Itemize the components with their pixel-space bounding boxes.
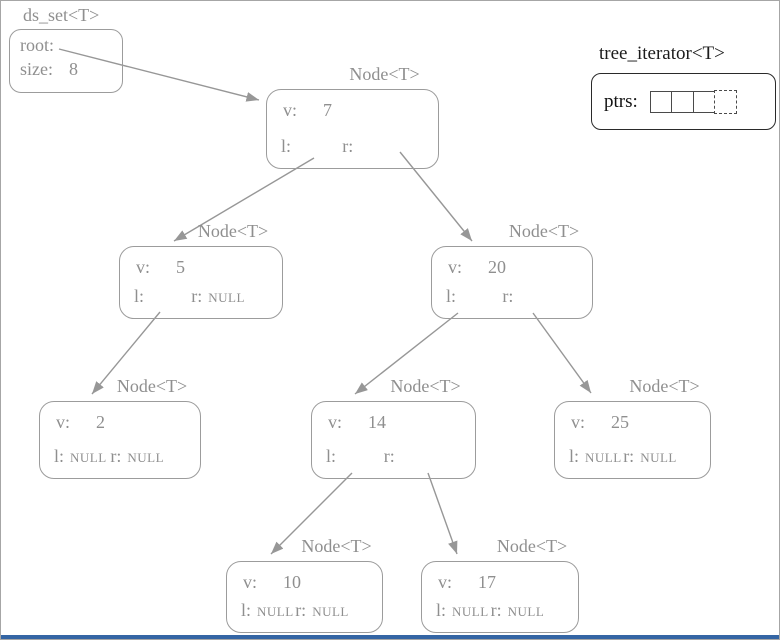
r-label: r:: [191, 286, 203, 306]
ptr-cell: [671, 90, 695, 113]
r-value: NULL: [507, 604, 545, 619]
node-value: 14: [368, 412, 387, 432]
tree-node-7: Node<T> v: 7 l: r:: [266, 64, 439, 169]
right-pointer-field: r: NULL: [191, 286, 245, 307]
r-value: NULL: [208, 290, 245, 305]
tree-node-5: Node<T> v: 5 l: r: NULL: [119, 221, 283, 319]
node-type-label: Node<T>: [496, 536, 568, 556]
v-label: v:: [243, 572, 258, 592]
r-label: r:: [295, 600, 307, 620]
l-value: NULL: [70, 450, 107, 465]
value-row: v: 20: [448, 257, 506, 278]
right-pointer-field: r:: [384, 446, 401, 467]
l-value: NULL: [452, 604, 489, 619]
v-label: v:: [136, 257, 151, 277]
arrow-node14-r-to-node17: [427, 472, 458, 555]
node-value: 5: [176, 257, 186, 277]
l-label: l:: [134, 286, 145, 306]
ptrs-label: ptrs:: [604, 90, 638, 112]
size-value: 8: [69, 59, 78, 79]
node-type-label: Node<T>: [197, 221, 269, 241]
node-value: 20: [488, 257, 507, 277]
node-type-label: Node<T>: [116, 376, 188, 396]
root-label: root:: [20, 35, 54, 55]
root-pointer-box: root: size: 8: [9, 29, 123, 93]
node-type-label: Node<T>: [390, 376, 461, 396]
tree-iterator-box: ptrs:: [591, 73, 776, 130]
left-pointer-field: l: NULL: [436, 600, 489, 621]
r-value: NULL: [640, 450, 677, 465]
right-pointer-field: r:: [502, 286, 519, 307]
v-label: v:: [283, 100, 298, 120]
r-label: r:: [490, 600, 502, 620]
v-label: v:: [56, 412, 71, 432]
left-pointer-field: l: NULL: [241, 600, 294, 621]
left-pointer-field: l:: [446, 286, 462, 307]
node-type-label: Node<T>: [301, 536, 372, 556]
l-label: l:: [241, 600, 252, 620]
right-pointer-field: r: NULL: [295, 600, 349, 621]
size-label: size:: [20, 59, 53, 79]
r-value: NULL: [312, 604, 349, 619]
bottom-window-edge: [1, 635, 779, 639]
r-label: r:: [110, 446, 122, 466]
ptr-cell-dashed: [714, 89, 737, 114]
value-row: v: 7: [283, 100, 332, 121]
value-row: v: 2: [56, 412, 105, 433]
l-label: l:: [54, 446, 65, 466]
v-label: v:: [571, 412, 586, 432]
value-row: v: 17: [438, 572, 496, 593]
l-label: l:: [326, 446, 337, 466]
left-pointer-field: l: NULL: [54, 446, 107, 467]
ptr-cells: [649, 89, 737, 114]
r-label: r:: [623, 446, 635, 466]
right-pointer-field: r: NULL: [491, 600, 545, 621]
right-pointer-field: r: NULL: [623, 446, 677, 467]
l-value: NULL: [585, 450, 622, 465]
l-value: NULL: [257, 604, 294, 619]
tree-node-20: Node<T> v: 20 l: r:: [431, 221, 593, 319]
arrow-node20-r-to-node25: [532, 312, 592, 394]
v-label: v:: [448, 257, 463, 277]
tree-iterator-title: tree_iterator<T>: [599, 43, 725, 64]
l-label: l:: [436, 600, 447, 620]
right-pointer-field: r: NULL: [110, 446, 164, 467]
value-row: v: 25: [571, 412, 629, 433]
right-pointer-field: r:: [342, 136, 359, 157]
node-type-label: Node<T>: [508, 221, 580, 241]
left-pointer-field: l:: [134, 286, 150, 307]
v-label: v:: [328, 412, 343, 432]
node-value: 10: [283, 572, 302, 592]
ptr-cell: [649, 90, 673, 113]
size-line: size: 8: [20, 59, 112, 80]
tree-node-14: Node<T> v: 14 l: r:: [311, 376, 476, 479]
tree-node-2: Node<T> v:2 l:NULL r:NULL: [39, 376, 201, 479]
tree-node-25: Node<T> v:25 l:NULL r:NULL: [554, 376, 711, 479]
node-value: 7: [323, 100, 333, 120]
l-label: l:: [569, 446, 580, 466]
tree-node-17: Node<T> v:17 l:NULL r:NULL: [421, 536, 579, 633]
r-value: NULL: [127, 450, 165, 465]
ptr-cell: [692, 90, 716, 113]
left-pointer-field: l:: [281, 136, 297, 157]
node-value: 2: [96, 412, 106, 432]
node-value: 25: [611, 412, 630, 432]
l-label: l:: [281, 136, 292, 156]
r-label: r:: [502, 286, 514, 306]
node-type-label: Node<T>: [349, 64, 420, 84]
v-label: v:: [438, 572, 453, 592]
r-label: r:: [383, 446, 395, 466]
left-pointer-field: l:: [326, 446, 342, 467]
value-row: v: 5: [136, 257, 185, 278]
r-label: r:: [342, 136, 354, 156]
tree-node-10: Node<T> v:10 l:NULL r:NULL: [226, 536, 383, 633]
left-pointer-field: l: NULL: [569, 446, 622, 467]
l-label: l:: [446, 286, 457, 306]
value-row: v: 14: [328, 412, 386, 433]
node-value: 17: [478, 572, 497, 592]
value-row: v: 10: [243, 572, 301, 593]
ds-set-title: ds_set<T>: [23, 5, 100, 25]
node-type-label: Node<T>: [629, 376, 700, 396]
